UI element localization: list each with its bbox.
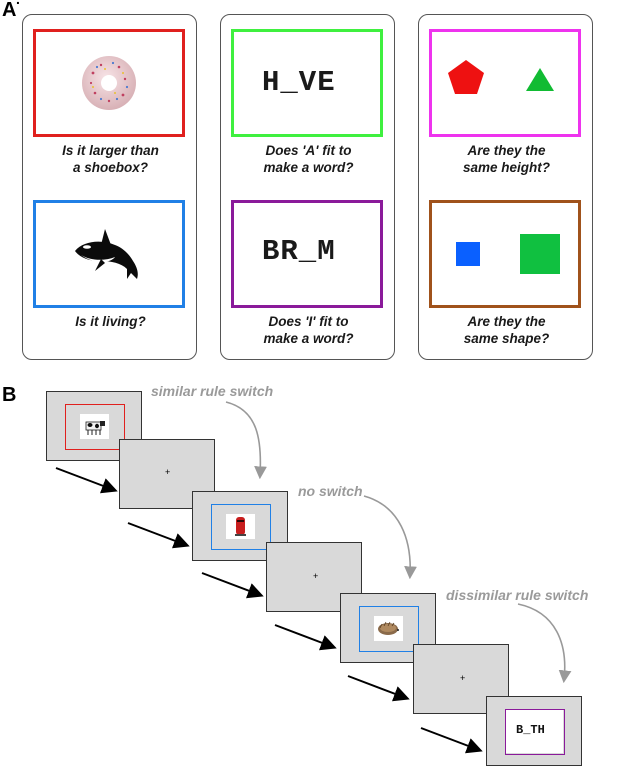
timeline-arrow-2	[127, 522, 190, 549]
timeline-arrow-5	[347, 675, 410, 702]
frame-shape-rule	[429, 200, 581, 308]
large-square-shape	[520, 234, 560, 274]
frame-size-rule	[33, 29, 185, 137]
cow-thumbnail	[80, 414, 109, 439]
frame-letter-a-rule: H_VE	[231, 29, 383, 137]
annotation-similar-rule-switch: similar rule switch	[151, 383, 274, 399]
word-thumbnail: B_TH	[506, 710, 563, 753]
shape-shapes	[456, 234, 560, 274]
word-have: H_VE	[262, 66, 336, 99]
pentagon-shape	[448, 60, 484, 94]
donut-icon	[82, 56, 136, 110]
orca-icon	[75, 229, 138, 279]
annotation-dissimilar-rule-switch: dissimilar rule switch	[446, 587, 589, 603]
frame-height-rule	[429, 29, 581, 137]
fixation-cross-2: +	[313, 571, 319, 581]
cow-icon	[85, 421, 105, 435]
timeline-arrow-6	[420, 727, 483, 754]
timeline-arrow-4	[274, 624, 337, 651]
mailbox-icon	[235, 517, 246, 536]
frame-living-rule	[33, 200, 185, 308]
no-switch-arrow	[363, 495, 417, 580]
fixation-cross-1: +	[165, 467, 171, 477]
hedgehog-thumbnail	[374, 616, 403, 641]
word-brim: BR_M	[262, 235, 336, 268]
small-square-shape	[456, 242, 480, 266]
trial-screen-4: B_TH	[486, 696, 582, 766]
dissimilar-switch-arrow	[517, 603, 572, 684]
word-bath: B_TH	[516, 723, 545, 737]
inner-frame-purple: B_TH	[505, 709, 565, 755]
frame-letter-i-rule: BR_M	[231, 200, 383, 308]
question-living: Is it living?	[75, 314, 146, 329]
timeline-arrow-1	[55, 467, 118, 494]
triangle-shape	[526, 68, 554, 91]
hedgehog-icon	[378, 621, 399, 635]
inner-frame-blue	[211, 504, 271, 550]
similar-switch-arrow	[225, 401, 267, 480]
inner-frame-blue-2	[359, 606, 419, 652]
panel-b-label: B	[2, 384, 17, 406]
fixation-cross-3: +	[460, 673, 466, 683]
panel-a-label: A	[2, 0, 17, 21]
height-shapes	[448, 60, 554, 94]
annotation-no-switch: no switch	[298, 483, 363, 499]
inner-frame-red	[65, 404, 125, 450]
timeline-arrow-3	[201, 572, 264, 599]
panel-a-dot: .	[16, 0, 20, 7]
mailbox-thumbnail	[226, 514, 255, 539]
